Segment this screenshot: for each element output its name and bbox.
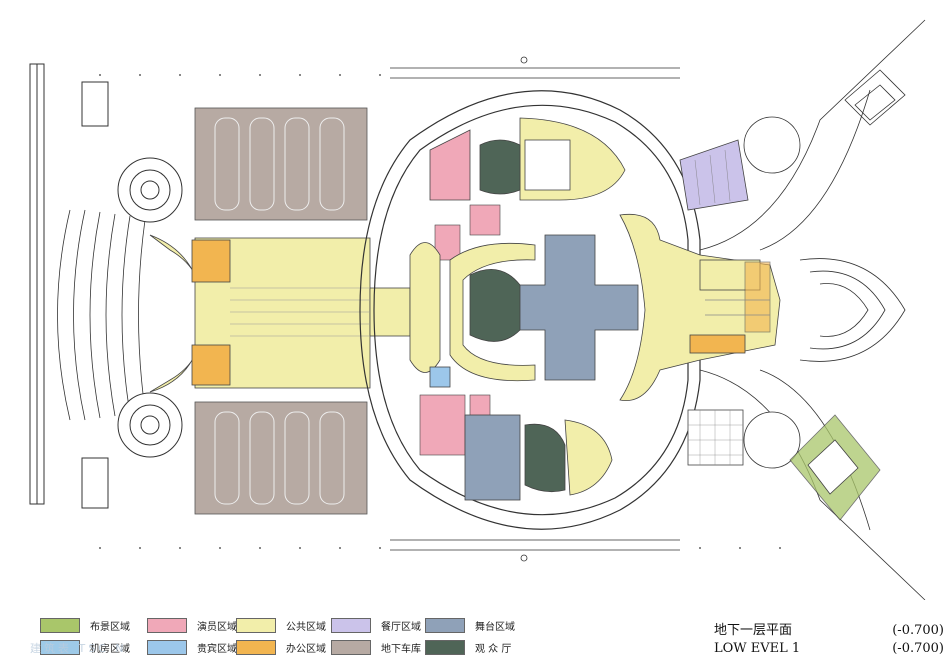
left-round-towers	[81, 81, 183, 509]
scenery-building	[687, 409, 881, 521]
legend-item-public: 公共区域	[236, 618, 326, 633]
legend-item-vip: 贵宾区域	[147, 640, 237, 655]
legend-swatch	[425, 618, 465, 633]
title-en-level: (-0.700)	[892, 641, 944, 656]
top-theatre	[429, 117, 626, 201]
legend-swatch	[40, 640, 80, 655]
legend-item-scenery: 布景区域	[40, 618, 130, 633]
restaurant-zone	[679, 139, 749, 211]
central-stage	[449, 234, 639, 382]
legend-item-audience: 观 众 厅	[425, 640, 511, 655]
legend-label: 舞台区域	[475, 622, 515, 633]
left-public-lobby	[149, 234, 411, 393]
legend-swatch	[147, 618, 187, 633]
left-strip	[29, 63, 45, 505]
legend-label: 公共区域	[286, 622, 326, 633]
legend-swatch	[40, 618, 80, 633]
left-seating-fan	[57, 209, 146, 421]
legend-label: 演员区域	[197, 622, 237, 633]
legend-swatch	[331, 618, 371, 633]
legend-label: 办公区域	[286, 644, 326, 655]
title-cn: 地下一层平面	[714, 623, 793, 638]
right-plaza	[699, 19, 926, 600]
legend-item-performers: 演员区域	[147, 618, 237, 633]
drawing-title: 地下一层平面 (-0.700) LOW EVEL 1 (-0.700)	[714, 622, 944, 658]
legend-label: 机房区域	[90, 644, 130, 655]
right-public-wing	[619, 213, 781, 402]
middle-public-spine	[409, 242, 451, 388]
title-cn-level: (-0.700)	[892, 623, 944, 638]
performer-zones	[419, 204, 501, 456]
floor-plan-drawing	[29, 19, 926, 600]
dimension-lines	[390, 56, 680, 562]
legend-item-garage: 地下车库	[331, 640, 421, 655]
legend-swatch	[331, 640, 371, 655]
title-en: LOW EVEL 1	[714, 641, 801, 656]
watermark: 建筑表 TSC N	[30, 642, 127, 655]
bottom-theatre	[464, 414, 613, 501]
column-marks	[99, 74, 781, 549]
legend-label: 地下车库	[381, 644, 421, 655]
legend-swatch	[147, 640, 187, 655]
legend-label: 布景区域	[90, 622, 130, 633]
title-cn-line: 地下一层平面 (-0.700)	[714, 622, 944, 640]
legend-item-machine-room: 机房区域	[40, 640, 130, 655]
legend: 布景区域 演员区域 公共区域 餐厅区域 舞台区域 机房区域 贵宾区域 办公区域 …	[40, 618, 540, 666]
legend-swatch	[425, 640, 465, 655]
legend-item-office: 办公区域	[236, 640, 326, 655]
legend-label: 观 众 厅	[475, 644, 512, 655]
right-top-tower	[844, 69, 906, 126]
legend-item-stage: 舞台区域	[425, 618, 515, 633]
legend-item-restaurant: 餐厅区域	[331, 618, 421, 633]
legend-swatch	[236, 640, 276, 655]
garage-zones	[194, 107, 368, 515]
main-oval	[359, 90, 701, 530]
title-en-line: LOW EVEL 1 (-0.700)	[714, 640, 944, 658]
legend-label: 贵宾区域	[197, 644, 237, 655]
legend-label: 餐厅区域	[381, 622, 421, 633]
legend-swatch	[236, 618, 276, 633]
